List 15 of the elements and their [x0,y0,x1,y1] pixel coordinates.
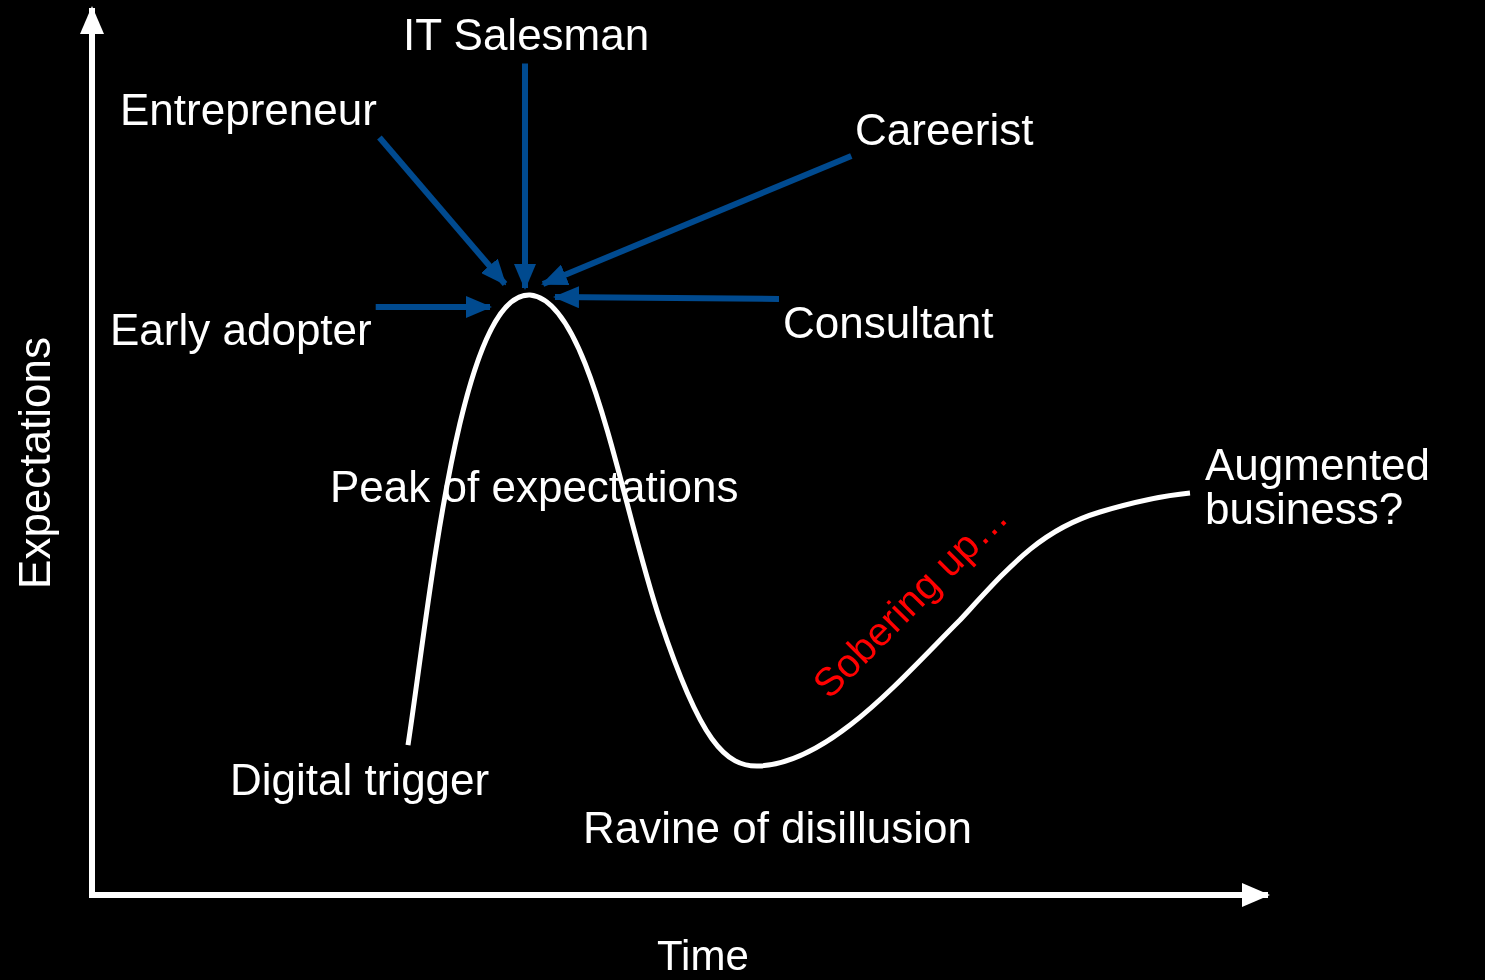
role-label: Early adopter [110,306,372,355]
arrow [375,296,492,318]
axis-title: Expectations [10,337,60,589]
stage-label: Digital trigger [230,756,490,805]
axis-title: Time [657,933,749,980]
stage-label: Ravine of disillusion [583,804,972,853]
role-label: Careerist [855,106,1034,155]
role-label: Entrepreneur [120,86,377,135]
arrow [541,153,853,287]
arrow [377,135,508,286]
stage-label: Augmented business? [1205,443,1432,531]
arrow [553,286,780,309]
arrow [514,63,536,290]
role-label: IT Salesman [403,11,650,60]
role-label: Consultant [783,299,994,348]
